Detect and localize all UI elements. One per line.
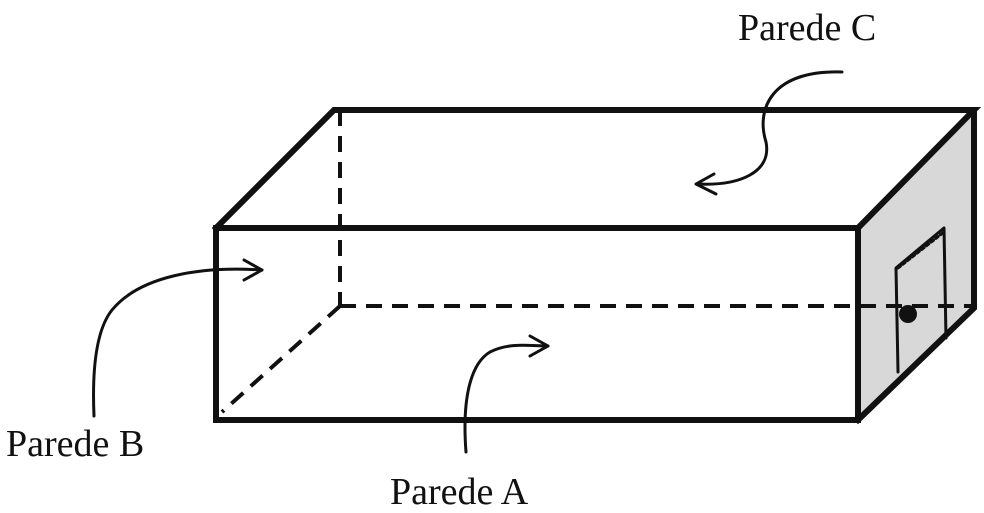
hidden-bottom-depth-edge: [220, 304, 342, 414]
right-face-edges: [853, 107, 977, 425]
front-face: [213, 225, 861, 423]
wall-c-label: Parede C: [738, 7, 876, 49]
door-knob: [899, 305, 917, 323]
pointer-wall-b: [92, 258, 264, 418]
wall-a-label: Parede A: [390, 471, 529, 513]
pointer-wall-a: [463, 334, 550, 454]
right-end-face: [858, 110, 974, 420]
pointer-wall-c: [694, 70, 844, 196]
wall-b-label: Parede B: [6, 423, 144, 465]
door-frame: [894, 226, 948, 374]
top-face-edges: [211, 107, 982, 233]
